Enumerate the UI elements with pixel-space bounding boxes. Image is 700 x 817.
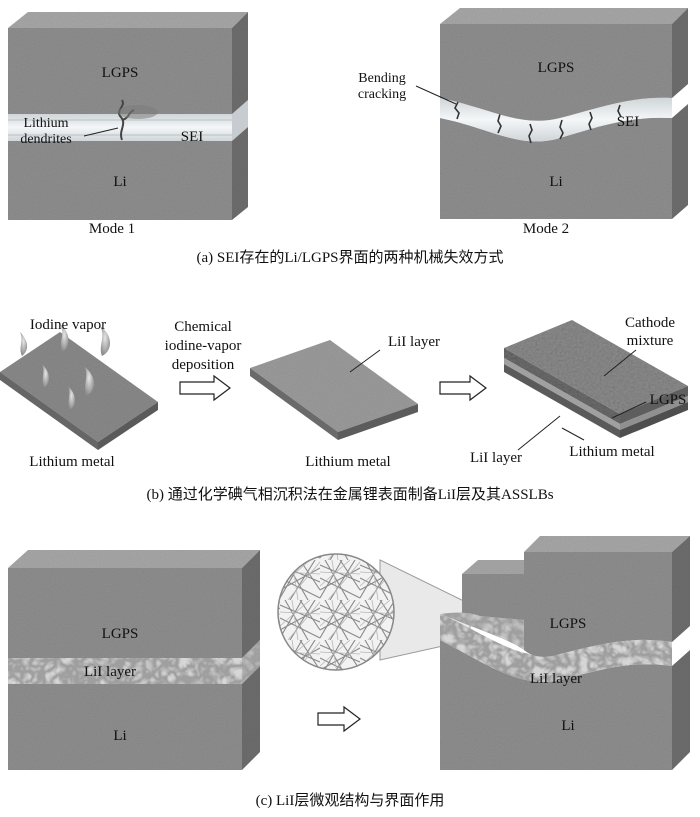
left-lii-layer <box>8 658 242 684</box>
mode1-lgps-top <box>8 12 248 28</box>
mode1-callout-line1: Lithium <box>23 116 68 131</box>
right-lii-layer <box>440 614 672 682</box>
panel-b: Iodine vapor Lithium metal Chemical iodi… <box>0 315 688 503</box>
lii-leader-2 <box>517 415 561 451</box>
right-lii-label: LiI layer <box>530 671 582 687</box>
caption-c: (c) LiI层微观结构与界面作用 <box>256 792 445 809</box>
right-lgps-label: LGPS <box>550 616 587 632</box>
cathode-leader <box>603 349 637 377</box>
left-stack: LGPS LiI layer Li <box>8 550 260 770</box>
mode1-li-side <box>232 126 248 220</box>
iodine-vapor-label: Iodine vapor <box>30 317 106 333</box>
lgps-leader-b <box>611 401 647 419</box>
lii-layer-label: LiI layer <box>388 334 440 350</box>
mode2-callout-line2: cracking <box>358 87 406 102</box>
right-li-label: Li <box>561 718 574 734</box>
step-label-line2: iodine-vapor <box>165 338 242 354</box>
mode1-sei-label: SEI <box>181 129 204 145</box>
panel-c: LGPS LiI layer Li LGPS LiI layer Li (c <box>8 536 690 809</box>
mode2-label: Mode 2 <box>523 221 569 237</box>
mode2-cracks <box>454 101 622 144</box>
arrow-1 <box>179 374 231 402</box>
mode1-li-front <box>8 140 232 220</box>
lithium-metal-label-1: Lithium metal <box>29 454 114 470</box>
lii-leader <box>349 349 381 373</box>
left-lii-label: LiI layer <box>84 664 136 680</box>
mode2-lgps-side <box>672 8 688 98</box>
mode1-lgps-front <box>8 28 232 114</box>
iodine-vapor-plumes <box>20 324 111 410</box>
mode1-li-label: Li <box>113 174 126 190</box>
mode2-sei <box>440 97 672 142</box>
mode1-lgps-label: LGPS <box>102 65 139 81</box>
lithium-leader-3 <box>561 427 585 441</box>
right-li-block <box>440 640 672 770</box>
cathode-label-line2: mixture <box>627 333 674 349</box>
left-lgps-label: LGPS <box>102 626 139 642</box>
caption-a: (a) SEI存在的Li/LGPS界面的两种机械失效方式 <box>196 249 503 266</box>
mode2-callout-leader <box>415 85 457 105</box>
mode2-lgps-front <box>440 24 672 121</box>
step-label-line3: deposition <box>172 357 235 373</box>
fiber-microstructure-circle <box>277 553 395 671</box>
arrow-3 <box>317 705 361 733</box>
mode2-sei-label: SEI <box>617 114 640 130</box>
mode2-lgps-top <box>440 8 688 24</box>
mode2-li-side <box>672 104 688 219</box>
mode1-lgps-side <box>232 12 248 114</box>
mode1-label: Mode 1 <box>89 221 135 237</box>
left-li-block <box>8 682 242 770</box>
cathode-label-line1: Cathode <box>625 315 675 331</box>
caption-b: (b) 通过化学碘气相沉积法在金属锂表面制备LiI层及其ASSLBs <box>146 486 553 503</box>
arrow-2 <box>439 374 487 402</box>
mode1-sei <box>8 114 232 141</box>
mode1-callout-leader <box>83 127 119 137</box>
lgps-label-b: LGPS <box>650 392 687 408</box>
mode2-callout-line1: Bending <box>358 71 405 86</box>
plate-lii: LiI layer Lithium metal <box>250 334 440 470</box>
step-label-line1: Chemical <box>174 319 231 335</box>
left-lgps-block <box>8 568 242 658</box>
mode2-li-front <box>440 117 672 219</box>
lithium-metal-label-3: Lithium metal <box>569 444 654 460</box>
right-lgps-block <box>524 552 672 657</box>
plate-assslb: Cathode mixture LGPS LiI layer Lithium m… <box>470 315 688 466</box>
plate-lithium-vapor: Iodine vapor Lithium metal <box>0 317 158 470</box>
mode2-lgps-label: LGPS <box>538 60 575 76</box>
mode1-stack: LGPS SEI Li Lithium dendrites Mode 1 <box>8 12 248 237</box>
lii-layer-label-2: LiI layer <box>470 450 522 466</box>
mode1-callout-line2: dendrites <box>20 132 71 147</box>
panel-a: LGPS SEI Li Lithium dendrites Mode 1 <box>8 8 688 266</box>
left-li-label: Li <box>113 728 126 744</box>
mode2-stack: LGPS SEI Li Bending cracking Mode 2 <box>358 8 688 237</box>
mode2-li-label: Li <box>549 174 562 190</box>
lithium-metal-label-2: Lithium metal <box>305 454 390 470</box>
right-stack: LGPS LiI layer Li <box>440 536 690 770</box>
